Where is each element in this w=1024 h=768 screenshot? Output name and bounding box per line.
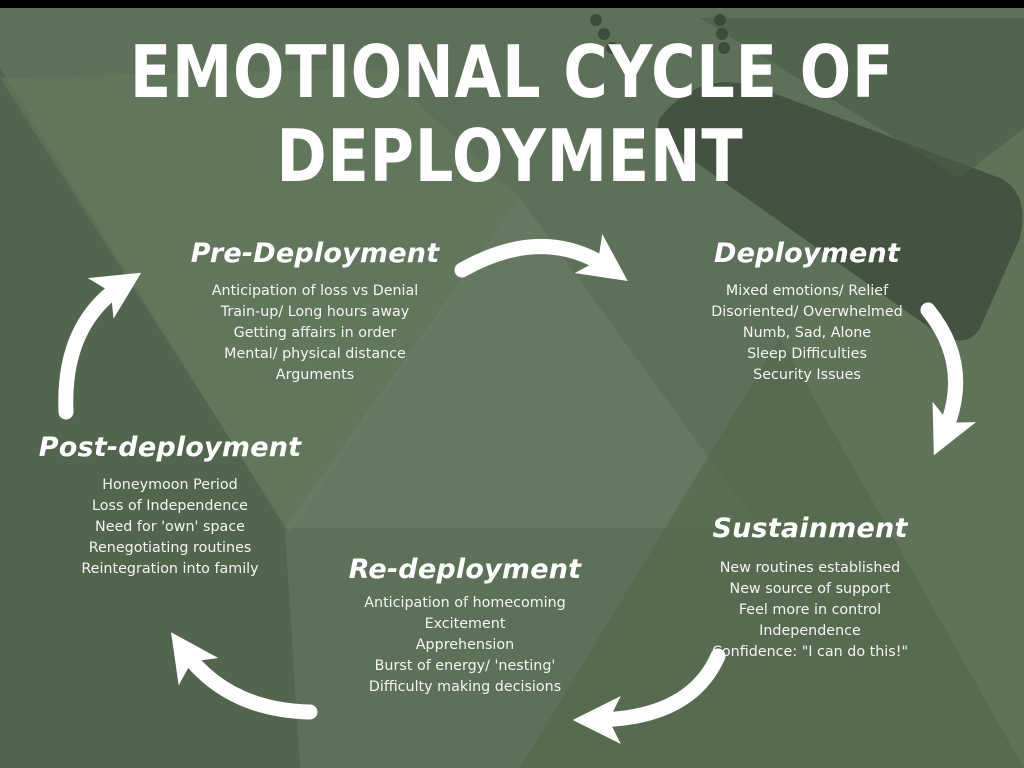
cycle-arrows	[58, 233, 976, 744]
stage-item: New source of support	[729, 581, 891, 597]
stage-heading: Sustainment	[712, 513, 908, 544]
stage-item: Anticipation of homecoming	[364, 595, 566, 611]
stage-items: New routines established New source of s…	[690, 558, 930, 663]
stage-items: Honeymoon Period Loss of Independence Ne…	[20, 475, 320, 580]
stage-item: Honeymoon Period	[102, 477, 238, 493]
stage-re-deployment: Re-deployment Anticipation of homecoming…	[315, 554, 615, 698]
stage-heading: Pre-Deployment	[190, 238, 440, 269]
stage-item: Confidence: "I can do this!"	[711, 644, 909, 660]
stage-item: Sleep Difficulties	[747, 346, 867, 362]
stage-item: Independence	[759, 623, 861, 639]
stage-item: Renegotiating routines	[88, 540, 252, 556]
stage-item: Apprehension	[415, 637, 515, 653]
stage-items: Mixed emotions/ Relief Disoriented/ Over…	[672, 281, 942, 386]
stage-item: New routines established	[719, 560, 901, 576]
stage-item: Need for 'own' space	[95, 519, 245, 535]
stage-heading: Deployment	[713, 238, 901, 269]
infographic-canvas: EMOTIONAL CYCLE OF DEPLOYMENT Pre-Deploy…	[0, 8, 1024, 768]
stage-pre-deployment: Pre-Deployment Anticipation of loss vs D…	[175, 238, 455, 386]
stage-item: Security Issues	[753, 367, 861, 383]
background-shapes	[0, 8, 1024, 768]
stage-item: Numb, Sad, Alone	[742, 325, 872, 341]
stage-items: Anticipation of homecoming Excitement Ap…	[315, 593, 615, 698]
stage-items: Anticipation of loss vs Denial Train-up/…	[175, 281, 455, 386]
page-title-line-2: DEPLOYMENT	[276, 114, 744, 198]
stage-item: Anticipation of loss vs Denial	[211, 283, 419, 299]
stage-item: Getting affairs in order	[233, 325, 397, 341]
curved-arrow-icon	[454, 233, 628, 282]
curved-arrow-icon	[58, 272, 142, 420]
stage-item: Mixed emotions/ Relief	[725, 283, 889, 299]
stage-item: Loss of Independence	[92, 498, 248, 514]
curved-arrow-icon	[572, 648, 726, 744]
stage-deployment: Deployment Mixed emotions/ Relief Disori…	[672, 238, 942, 386]
stage-item: Reintegration into family	[81, 561, 259, 577]
curved-arrow-icon	[920, 302, 976, 456]
stage-item: Disoriented/ Overwhelmed	[711, 304, 903, 320]
curved-arrow-icon	[171, 632, 318, 720]
stage-item: Burst of energy/ 'nesting'	[374, 658, 556, 674]
stage-heading: Post-deployment	[38, 432, 302, 463]
page-title-line-1: EMOTIONAL CYCLE OF	[129, 30, 895, 114]
stage-item: Train-up/ Long hours away	[220, 304, 410, 320]
stage-item: Excitement	[424, 616, 506, 632]
stage-item: Mental/ physical distance	[224, 346, 406, 362]
stage-item: Feel more in control	[738, 602, 882, 618]
stage-item: Difficulty making decisions	[368, 679, 562, 695]
stage-heading: Re-deployment	[348, 554, 582, 585]
stage-sustainment: Sustainment New routines established New…	[690, 513, 930, 663]
stage-item: Arguments	[275, 367, 355, 383]
stage-post-deployment: Post-deployment Honeymoon Period Loss of…	[20, 432, 320, 580]
